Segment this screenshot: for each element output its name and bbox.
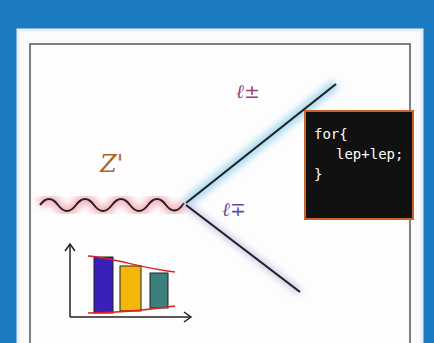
bar <box>150 273 168 308</box>
boson-line <box>40 199 184 211</box>
particle-label: ℓ∓ <box>222 198 246 221</box>
axis-arrow <box>65 244 75 251</box>
code-line: for{ <box>314 124 404 144</box>
axis <box>70 316 190 318</box>
particle-label: Z' <box>100 150 123 178</box>
particle-label: ℓ± <box>236 80 260 103</box>
axis <box>69 245 71 317</box>
bar <box>94 257 113 313</box>
code-line: } <box>314 164 404 184</box>
bar <box>120 266 141 311</box>
axis-arrow <box>184 312 191 322</box>
code-box: for{lep+lep;} <box>304 110 414 220</box>
card <box>18 30 422 343</box>
boson-glow <box>40 199 184 211</box>
band-line <box>88 256 175 272</box>
band-line <box>88 306 175 313</box>
code-line: lep+lep; <box>314 144 404 164</box>
